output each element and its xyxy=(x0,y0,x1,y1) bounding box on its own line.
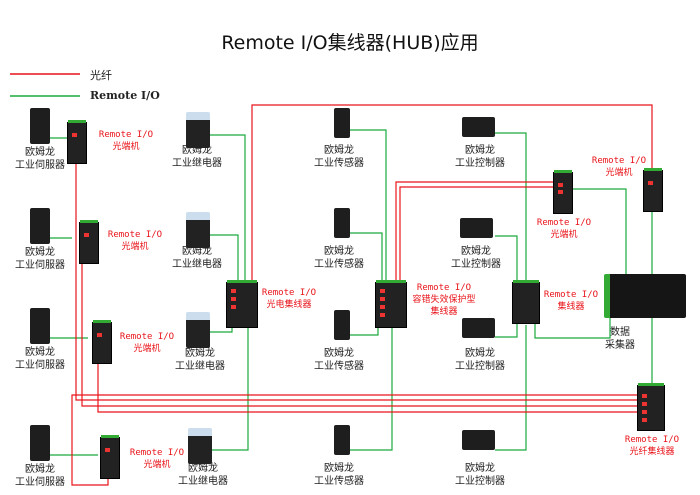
wire-fiber xyxy=(97,362,640,413)
wire-remote-io xyxy=(208,134,246,285)
controller-image xyxy=(462,318,495,338)
converter-image xyxy=(643,168,663,212)
wire-fiber xyxy=(81,262,640,407)
wire-remote-io xyxy=(350,320,379,336)
relay-image xyxy=(186,112,210,148)
servo-image xyxy=(30,425,50,461)
sensor-image xyxy=(334,108,350,138)
relay-image xyxy=(186,312,210,348)
diagram-title: Remote I/O集线器(HUB)应用 xyxy=(221,32,479,54)
servo-image xyxy=(30,308,50,344)
wire-fiber xyxy=(251,104,653,285)
fault-tolerant-hub-image xyxy=(375,280,407,328)
wire-remote-io xyxy=(350,325,393,451)
wire-fiber xyxy=(71,394,640,486)
controller-image xyxy=(462,117,495,137)
relay-label: 欧姆龙工业继电器 xyxy=(172,145,222,169)
relay-label: 欧姆龙工业继电器 xyxy=(178,463,228,487)
wire-fiber xyxy=(395,181,553,285)
wire-remote-io xyxy=(495,235,518,285)
relay-label: 欧姆龙工业继电器 xyxy=(175,348,225,372)
wire-remote-io xyxy=(534,318,611,339)
wire-fiber xyxy=(75,162,640,401)
wire-fiber xyxy=(399,186,553,285)
converter-image xyxy=(92,320,112,364)
servo-label: 欧姆龙工业伺服器 xyxy=(15,464,65,488)
controller-label: 欧姆龙工业控制器 xyxy=(455,145,505,169)
optical-hub-image xyxy=(226,280,258,328)
sensor-label: 欧姆龙工业传感器 xyxy=(314,463,364,487)
legend-fiber-label: 光纤 xyxy=(90,69,112,82)
sensor-image xyxy=(334,310,350,340)
wire-remote-io xyxy=(495,325,527,451)
servo-image xyxy=(30,208,50,244)
sensor-image xyxy=(334,425,350,455)
wire-remote-io xyxy=(350,232,383,285)
hub-image xyxy=(512,280,540,324)
controller-label: 欧姆龙工业控制器 xyxy=(455,463,505,487)
converter-image xyxy=(67,120,87,164)
legend-remote-io-label: Remote I/O xyxy=(90,89,160,102)
servo-label: 欧姆龙工业伺服器 xyxy=(15,147,65,171)
controller-label: 欧姆龙工业控制器 xyxy=(451,246,501,270)
sensor-image xyxy=(334,208,350,238)
wire-remote-io xyxy=(208,234,239,285)
relay-label: 欧姆龙工业继电器 xyxy=(172,246,222,270)
controller-label: 欧姆龙工业控制器 xyxy=(455,348,505,372)
converter-image xyxy=(100,435,120,479)
data-collector-image xyxy=(604,274,686,318)
converter-image xyxy=(553,170,573,214)
wire-remote-io xyxy=(208,325,249,451)
wire-remote-io xyxy=(573,188,627,280)
controller-image xyxy=(462,430,495,450)
data-collector-label: 数据采集器 xyxy=(605,327,635,351)
sensor-label: 欧姆龙工业传感器 xyxy=(314,348,364,372)
wire-remote-io xyxy=(495,132,527,285)
relay-image xyxy=(188,428,212,464)
sensor-label: 欧姆龙工业传感器 xyxy=(314,145,364,169)
servo-label: 欧姆龙工业伺服器 xyxy=(15,247,65,271)
sensor-label: 欧姆龙工业传感器 xyxy=(314,246,364,270)
wire-remote-io xyxy=(350,129,387,285)
wire-remote-io xyxy=(495,320,518,338)
relay-image xyxy=(186,212,210,248)
controller-image xyxy=(460,218,493,238)
servo-image xyxy=(30,108,50,144)
servo-label: 欧姆龙工业伺服器 xyxy=(15,347,65,371)
converter-image xyxy=(79,220,99,264)
fiber-hub-image xyxy=(637,383,665,431)
